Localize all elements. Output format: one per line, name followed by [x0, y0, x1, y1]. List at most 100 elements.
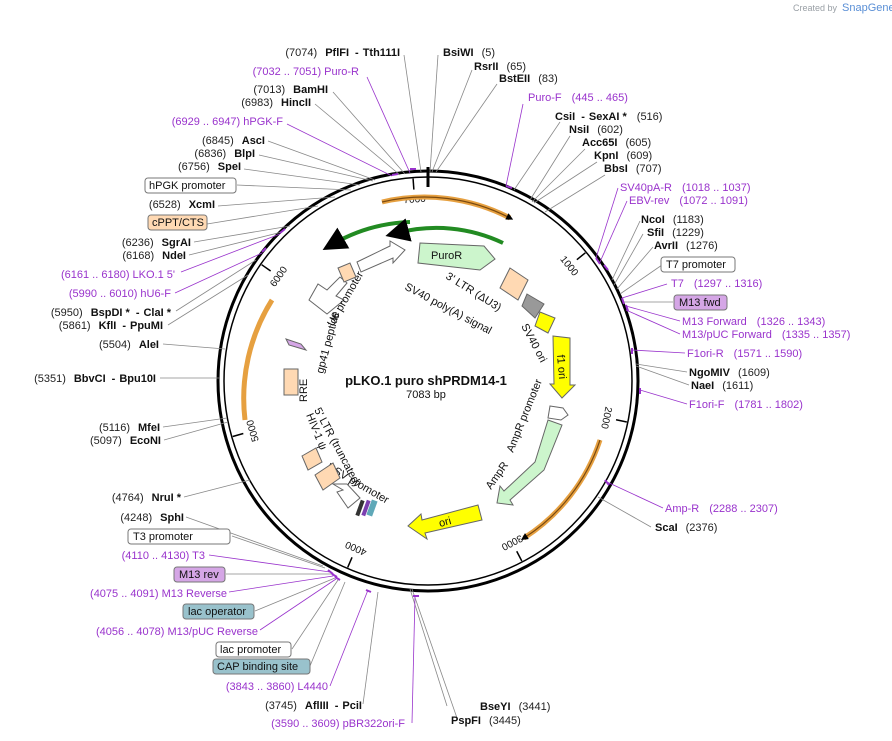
svg-text:(5351)BbvCI-Bpu10I: (5351)BbvCI-Bpu10I — [34, 373, 156, 385]
primer-ebv-rev: EBV-rev — [629, 195, 670, 207]
ltr3-box — [499, 267, 529, 301]
m13-rev-box — [173, 566, 226, 583]
tick-label-4000: 4000 — [343, 538, 368, 557]
orange-arc-top — [381, 194, 512, 221]
site-mfei: MfeI — [138, 422, 160, 434]
puror-arrow — [417, 242, 496, 271]
primer-f1ori-r: F1ori-R — [687, 348, 724, 360]
ori-label: ori — [438, 515, 453, 530]
svg-text:(3745)AflIII-PciI: (3745)AflIII-PciI — [265, 700, 362, 712]
orange-arc-right — [522, 439, 603, 541]
ampr-label: AmpR — [484, 460, 511, 492]
t3-promoter-label: T3 promoter — [133, 531, 193, 543]
primer-sv40pa-r: SV40pA-R — [620, 182, 672, 194]
svg-text:EBV-rev(1072 .. 1091): EBV-rev(1072 .. 1091) — [629, 195, 748, 207]
site-bbvci: BbvCI — [74, 373, 106, 385]
hpgk-promoter-box — [144, 177, 237, 194]
svg-text:NgoMIV(1609): NgoMIV(1609) — [689, 367, 770, 379]
svg-text:BstEII(83): BstEII(83) — [499, 73, 558, 85]
site-sfii: SfiI — [647, 227, 664, 239]
svg-text:ScaI(2376): ScaI(2376) — [655, 522, 717, 534]
ampr-arrow — [496, 419, 563, 506]
m13-fwd-box — [673, 294, 728, 311]
tick-label-2000: 2000 — [598, 406, 613, 430]
primer-hu6-f: (5990 .. 6010) hU6-F — [69, 288, 171, 300]
site-sphi: SphI — [160, 512, 184, 524]
primer-m13-forward: M13 Forward — [682, 316, 747, 328]
primer-lko1-5: (6161 .. 6180) LKO.1 5' — [61, 269, 175, 281]
m13-rev-label: M13 rev — [179, 569, 219, 581]
svg-text:BbsI(707): BbsI(707) — [604, 163, 662, 175]
svg-text:NsiI(602): NsiI(602) — [569, 124, 623, 136]
svg-text:AvrII(1276): AvrII(1276) — [654, 240, 718, 252]
t3-promoter-box — [127, 528, 231, 545]
hpgk-promoter-label: hPGK promoter — [149, 180, 226, 192]
svg-text:(5116)MfeI: (5116)MfeI — [99, 422, 160, 434]
snapgene-logo: SnapGene — [842, 2, 892, 14]
site-kfli: KflI — [99, 320, 117, 332]
cap-binding-site-box — [212, 658, 311, 675]
site-nrui: NruI * — [152, 492, 182, 504]
svg-text:(6836)BlpI: (6836)BlpI — [194, 148, 255, 160]
tick-mark-7000 — [412, 178, 415, 190]
cppt-cts-label: cPPT/CTS — [152, 217, 204, 229]
svg-text:(5861)KflI-PpuMI: (5861)KflI-PpuMI — [59, 320, 163, 332]
svg-text:Amp-R(2288 .. 2307): Amp-R(2288 .. 2307) — [665, 503, 778, 515]
left-labels: (7074)PflFI-Tth111I (7032 .. 7051) Puro-… — [34, 47, 405, 730]
svg-text:Puro-F(445 .. 465): Puro-F(445 .. 465) — [528, 92, 628, 104]
hpgk-promoter-arrow — [356, 240, 406, 273]
site-alei: AleI — [139, 339, 159, 351]
t7-promoter-label: T7 promoter — [666, 259, 726, 271]
primer-t3: (4110 .. 4130) T3 — [122, 550, 205, 562]
ampr-promoter-label: AmpR promoter — [505, 377, 545, 454]
primer-pbr322ori-f: (3590 .. 3609) pBR322ori-F — [271, 718, 405, 730]
primer-t7: T7 — [671, 278, 684, 290]
lac-promoter-label: lac promoter — [220, 644, 281, 656]
site-bsiwi: BsiWI — [443, 47, 474, 59]
rre-box — [283, 368, 299, 396]
orange-arc-left — [241, 298, 275, 421]
site-bseyi: BseYI — [480, 701, 511, 713]
svg-text:(5950)BspDI *-ClaI *: (5950)BspDI *-ClaI * — [51, 307, 172, 319]
ampr-promoter-arrow — [547, 405, 569, 421]
plasmid-name: pLKO.1 puro shPRDM14-1 — [345, 373, 507, 388]
svg-text:(6845)AscI: (6845)AscI — [202, 135, 265, 147]
site-bspdi: BspDI * — [91, 307, 131, 319]
svg-text:NcoI(1183): NcoI(1183) — [641, 214, 704, 226]
lac-promoter-box — [215, 641, 292, 658]
svg-text:BsiWI(5): BsiWI(5) — [443, 47, 495, 59]
svg-text:(6528)XcmI: (6528)XcmI — [149, 199, 215, 211]
site-rsrii: RsrII — [474, 61, 498, 73]
svg-text:M13/pUC Forward(1335 .. 1357): M13/pUC Forward(1335 .. 1357) — [682, 329, 850, 341]
primer-hpgk-f: (6929 .. 6947) hPGK-F — [172, 116, 284, 128]
u6-promoter-arrow — [308, 276, 348, 315]
svg-text:(4764)NruI *: (4764)NruI * — [112, 492, 182, 504]
primer-m13-puc-reverse: (4056 .. 4078) M13/pUC Reverse — [96, 626, 258, 638]
site-afliii: AflIII — [305, 700, 329, 712]
site-sgrai: SgrAI — [162, 237, 191, 249]
svg-text:NaeI(1611): NaeI(1611) — [691, 380, 753, 392]
site-nsii: NsiI — [569, 124, 589, 136]
puror-label: PuroR — [431, 250, 462, 262]
svg-text:(5097)EcoNI: (5097)EcoNI — [90, 435, 161, 447]
svg-text:M13 Forward(1326 .. 1343): M13 Forward(1326 .. 1343) — [682, 316, 825, 328]
ltr5-box — [314, 462, 341, 491]
hiv-psi-box — [301, 447, 323, 471]
svg-text:T7(1297 .. 1316): T7(1297 .. 1316) — [671, 278, 762, 290]
plasmid-size: 7083 bp — [406, 389, 446, 401]
tick-mark-6000 — [261, 264, 272, 272]
site-spei: SpeI — [218, 161, 241, 173]
m13-fwd-label: M13 fwd — [679, 297, 721, 309]
site-hincii: HincII — [281, 97, 311, 109]
svg-text:CsiI-SexAI *(516): CsiI-SexAI *(516) — [555, 111, 662, 123]
site-bsteii: BstEII — [499, 73, 530, 85]
tick-label-1000: 1000 — [557, 254, 580, 279]
rre-label: RRE — [298, 379, 310, 402]
svg-text:BseYI(3441): BseYI(3441) — [480, 701, 550, 713]
primer-puro-r: (7032 .. 7051) Puro-R — [253, 66, 359, 78]
cppt-feature-box — [337, 262, 357, 283]
t7-promoter-box — [660, 256, 736, 273]
site-ngomiv: NgoMIV — [689, 367, 731, 379]
svg-text:PspFI(3445): PspFI(3445) — [451, 715, 521, 727]
